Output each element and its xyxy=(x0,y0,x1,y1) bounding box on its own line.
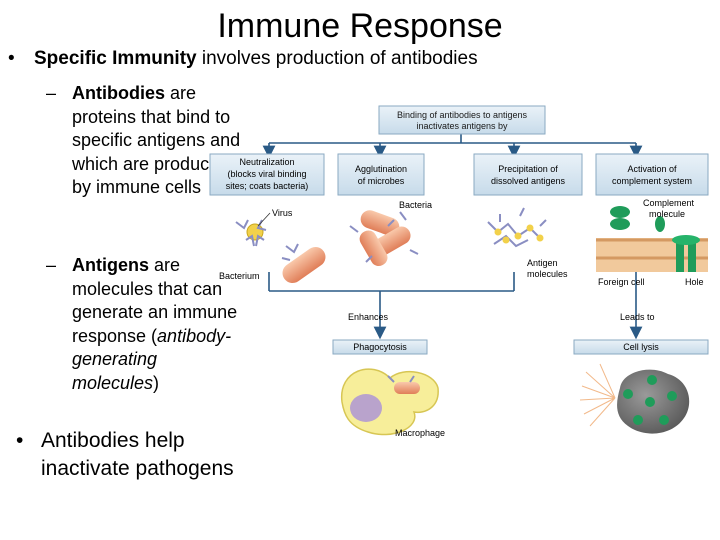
precipitation-box xyxy=(473,153,583,196)
neutralization-line2: (blocks viral binding xyxy=(227,169,306,179)
activation-line2: complement system xyxy=(612,176,692,186)
agglutination-line1: Agglutination xyxy=(355,164,407,174)
hole-label: Hole xyxy=(685,277,704,287)
foreign-cell-label: Foreign cell xyxy=(598,277,645,287)
bullet-dot: • xyxy=(8,48,15,69)
neutralization-line1: Neutralization xyxy=(239,157,294,167)
precipitation-line2: dissolved antigens xyxy=(491,176,566,186)
bullet-dot: • xyxy=(16,429,24,452)
specific-immunity-text: involves production of antibodies xyxy=(196,48,478,69)
antigen-molecules-line1: Antigen xyxy=(527,258,558,268)
dash: – xyxy=(46,83,57,103)
activation-box xyxy=(595,153,709,196)
phagocytosis-box xyxy=(332,339,428,355)
virus-antibody-cluster xyxy=(235,219,305,269)
complement-molecule-line1: Complement xyxy=(643,198,695,208)
bullet-antibodies-help: • Antibodies help inactivate pathogens xyxy=(16,427,236,483)
virus-label: Virus xyxy=(272,208,293,218)
neutralization-box xyxy=(209,153,325,196)
antigen-lattice xyxy=(487,207,547,248)
precipitation-line1: Precipitation of xyxy=(498,164,558,174)
antigen-molecules-line2: molecules xyxy=(527,269,568,279)
antibodies-term: Antibodies xyxy=(72,83,165,103)
antigens-definition: are molecules that can generate an immun… xyxy=(72,255,238,346)
agglutination-box xyxy=(337,153,425,196)
cell-lysis-label: Cell lysis xyxy=(623,342,659,352)
complement-molecule-line2: molecule xyxy=(649,209,685,219)
cell-lysis-box xyxy=(573,339,709,355)
dash: – xyxy=(46,255,57,275)
binding-box xyxy=(378,105,546,135)
engulfed-bacterium xyxy=(394,382,420,394)
bacteria-label: Bacteria xyxy=(399,200,432,210)
sub-bullet-antigens: – Antigens are molecules that can genera… xyxy=(46,254,246,395)
activation-line1: Activation of xyxy=(627,164,677,174)
complement-molecules xyxy=(610,206,700,272)
slide-title: Immune Response xyxy=(217,7,503,45)
bacteria-clump xyxy=(349,210,419,267)
neutralization-line3: sites; coats bacteria) xyxy=(226,181,309,191)
binding-box-line1: Binding of antibodies to antigens xyxy=(397,110,528,120)
macrophage-label: Macrophage xyxy=(395,428,445,438)
macrophage-nucleus xyxy=(350,394,382,422)
antibodies-help-text: Antibodies help inactivate pathogens xyxy=(41,429,234,480)
connector-lines xyxy=(262,134,643,340)
bacterium-label: Bacterium xyxy=(219,271,260,281)
sub-bullet-antibodies: – Antibodies are proteins that bind to s… xyxy=(46,82,246,200)
lysis-spray xyxy=(579,363,616,427)
specific-immunity-term: Specific Immunity xyxy=(34,48,197,69)
antigens-close-paren: ) xyxy=(153,372,160,393)
antigens-term: Antigens xyxy=(72,255,150,275)
bullet-specific-immunity: • Specific Immunity involves production o… xyxy=(8,46,708,72)
phagocytosis-label: Phagocytosis xyxy=(353,342,407,352)
antibodies-definition: are proteins that bind to specific antig… xyxy=(72,83,241,197)
leads-to-label: Leads to xyxy=(620,312,655,322)
agglutination-line2: of microbes xyxy=(358,176,405,186)
membrane-attack-complexes xyxy=(623,375,677,425)
bacterium-shape xyxy=(282,246,326,284)
enhances-label: Enhances xyxy=(348,312,389,322)
binding-box-line2: inactivates antigens by xyxy=(416,121,508,131)
antigens-italic: antibody-generating molecules xyxy=(72,325,232,393)
